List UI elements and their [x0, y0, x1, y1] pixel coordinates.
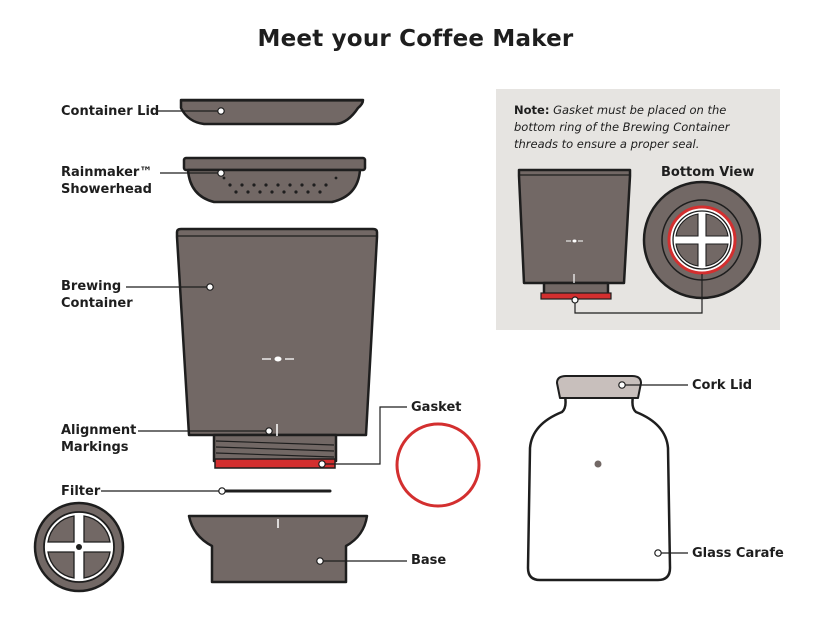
note-body: Gasket must be placed on the bottom ring… [514, 103, 730, 151]
gasket-ring [395, 422, 481, 508]
glass-carafe [526, 394, 672, 582]
rainmaker-showerhead [182, 156, 367, 204]
label-glass-carafe: Glass Carafe [692, 546, 784, 561]
label-base: Base [411, 553, 447, 568]
brewing-container [175, 227, 379, 469]
filter-top-view [33, 501, 125, 593]
label-rainmaker-line1: Rainmaker™ [61, 165, 153, 180]
label-brewing-line2: Container [61, 296, 133, 311]
label-gasket: Gasket [411, 400, 462, 415]
note-text: Note: Gasket must be placed on the botto… [514, 102, 766, 153]
label-alignment-line2: Markings [61, 440, 129, 455]
note-brewing-container [517, 168, 632, 300]
label-brewing-line1: Brewing [61, 279, 122, 294]
label-rainmaker-showerhead: Rainmaker™ Showerhead [61, 164, 152, 198]
label-container-lid: Container Lid [61, 104, 160, 119]
base [187, 514, 369, 584]
note-bottom-view [642, 180, 762, 300]
label-brewing-container: Brewing Container [61, 278, 133, 312]
label-alignment-line1: Alignment [61, 423, 137, 438]
leader-lines [101, 110, 688, 562]
leader-dots [206, 107, 662, 565]
label-cork-lid: Cork Lid [692, 378, 753, 393]
bean-logo-icon [262, 356, 294, 362]
label-alignment-markings: Alignment Markings [61, 422, 136, 456]
cork-lid [556, 375, 642, 399]
container-lid [179, 98, 365, 126]
label-rainmaker-line2: Showerhead [61, 182, 152, 197]
note-prefix: Note: [514, 103, 550, 117]
page-title: Meet your Coffee Maker [257, 26, 574, 52]
bottom-view-label: Bottom View [661, 165, 755, 180]
label-filter: Filter [61, 484, 101, 499]
